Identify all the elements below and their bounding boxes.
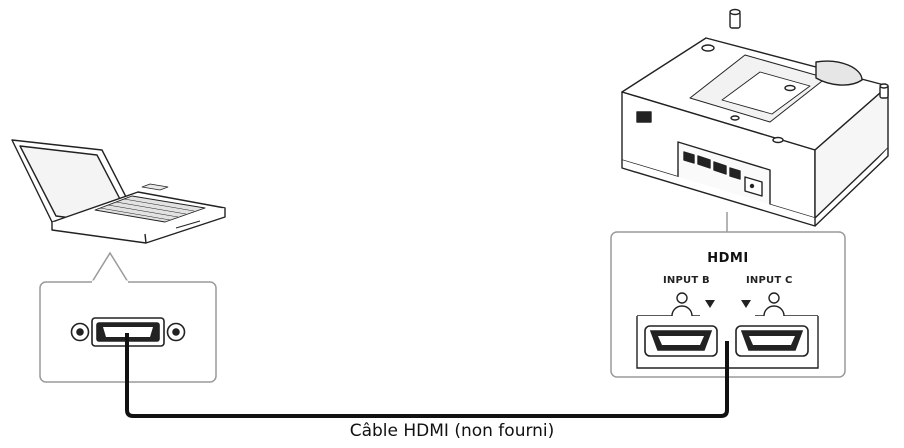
hdmi-logo: HDMI [707, 251, 748, 266]
hdmi-cable [125, 333, 729, 418]
hdmi-port-icon [735, 325, 809, 357]
projector-icon [621, 8, 889, 227]
laptop-icon [11, 139, 226, 244]
hdmi-port-icon [70, 317, 186, 347]
input-b-label: INPUT B [663, 275, 710, 286]
cable-caption: Câble HDMI (non fourni) [349, 421, 555, 441]
input-c-label: INPUT C [746, 275, 793, 286]
hdmi-port-icon [644, 325, 718, 357]
